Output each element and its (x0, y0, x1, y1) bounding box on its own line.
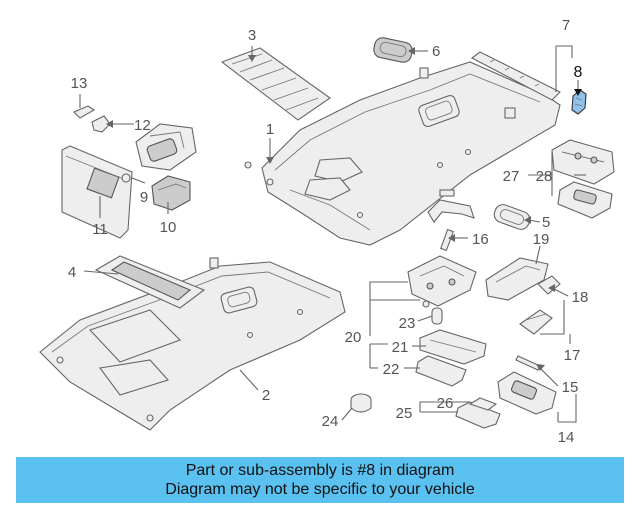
info-banner: Part or sub-assembly is #8 in diagram Di… (16, 457, 624, 503)
clip-near-9 (121, 173, 131, 183)
callout-22: 22 (383, 361, 400, 378)
callout-3: 3 (248, 27, 256, 44)
callout-13: 13 (71, 75, 88, 92)
banner-line-2: Diagram may not be specific to your vehi… (165, 481, 475, 498)
sunroof-frame-4 (94, 255, 206, 309)
callout-15: 15 (562, 379, 579, 396)
arrowheads (106, 47, 582, 371)
banner-line-1: Part or sub-assembly is #8 in diagram (185, 462, 455, 479)
callout-20: 20 (345, 329, 362, 346)
callout-16: 16 (472, 231, 489, 248)
parts-diagram: 3 6 7 8 1 13 12 9 10 11 4 2 5 16 19 27 2… (39, 17, 615, 446)
part-12 (91, 115, 111, 133)
callout-4: 4 (68, 264, 76, 281)
headliner-upper (244, 61, 561, 246)
part-23 (422, 300, 443, 325)
callout-24: 24 (322, 413, 339, 430)
callout-10: 10 (160, 219, 177, 236)
callout-1: 1 (266, 121, 274, 138)
callout-19: 19 (533, 231, 550, 248)
part-18b (519, 309, 553, 335)
callout-25: 25 (396, 405, 413, 422)
bracket-20 (407, 255, 477, 307)
callout-26: 26 (437, 395, 454, 412)
lamp-14 (497, 371, 557, 415)
part-6 (373, 37, 413, 63)
callout-18: 18 (572, 289, 589, 306)
headliner-lower (39, 257, 346, 431)
lens-21 (419, 329, 487, 365)
callout-14: 14 (558, 429, 575, 446)
callout-9: 9 (140, 189, 148, 206)
part-10 (151, 175, 191, 211)
callout-5: 5 (542, 214, 550, 231)
callout-27: 27 (503, 168, 520, 185)
part-26 (468, 397, 498, 411)
console-19 (485, 257, 549, 301)
part-18a (537, 275, 561, 295)
lamp-9 (135, 123, 197, 171)
part-7-strip (470, 51, 561, 101)
callout-28: 28 (536, 168, 553, 185)
lamp-28 (551, 139, 615, 185)
sun-visor (61, 145, 133, 239)
callout-8: 8 (574, 64, 583, 81)
lens-5 (493, 204, 531, 230)
callout-7: 7 (562, 17, 570, 34)
callout-12: 12 (134, 117, 151, 134)
callout-17: 17 (564, 347, 581, 364)
panel-3 (220, 47, 331, 121)
callout-23: 23 (399, 315, 416, 332)
part-24 (350, 393, 372, 413)
part-15-pin (515, 355, 541, 371)
part-13 (73, 105, 96, 119)
grab-handle-16 (427, 199, 475, 252)
part-22 (415, 355, 467, 387)
callout-numbers: 3 6 7 8 1 13 12 9 10 11 4 2 5 16 19 27 2… (68, 17, 589, 446)
callout-2: 2 (262, 387, 270, 404)
callout-6: 6 (432, 43, 440, 60)
callout-21: 21 (392, 339, 409, 356)
callout-11: 11 (92, 221, 108, 238)
lamp-28b (557, 181, 613, 219)
